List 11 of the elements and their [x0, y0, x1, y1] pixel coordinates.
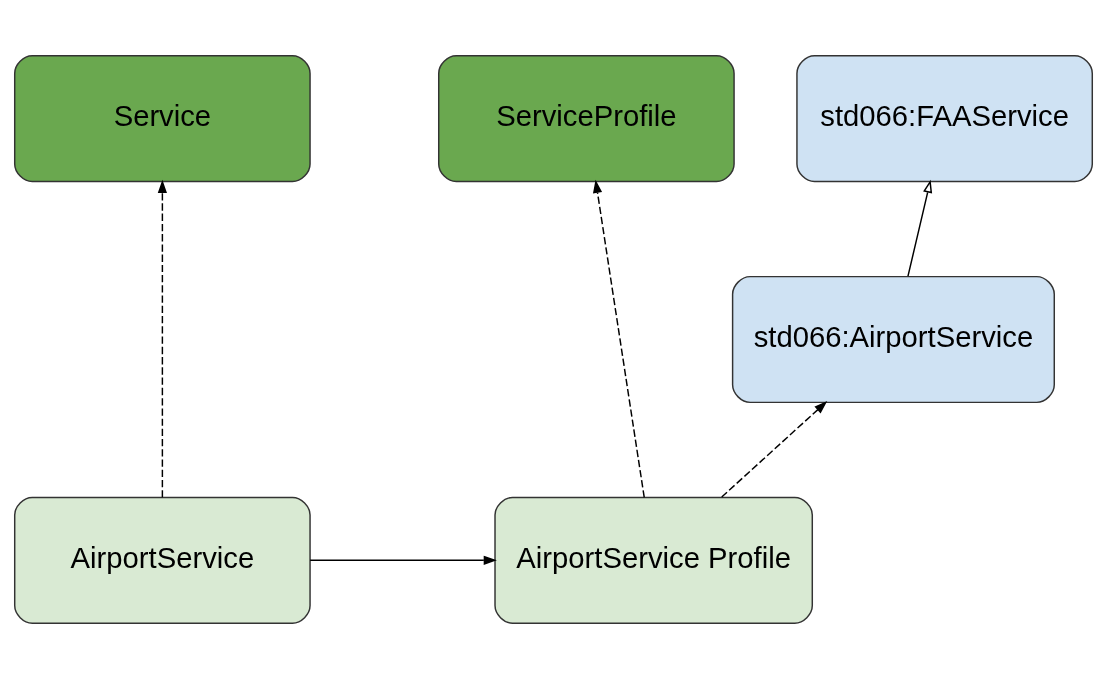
node-box: ServiceProfile [438, 55, 735, 183]
arrow [721, 401, 828, 498]
node-box: std066:FAAService [796, 55, 1093, 183]
arrow [309, 555, 497, 565]
arrow [592, 179, 645, 499]
arrow [907, 179, 933, 277]
node-box: std066:AirportService [731, 275, 1055, 404]
node-box: Service [14, 55, 311, 183]
arrow [157, 179, 167, 499]
node-box: AirportService Profile [494, 496, 814, 624]
node-box: AirportService [14, 496, 311, 624]
